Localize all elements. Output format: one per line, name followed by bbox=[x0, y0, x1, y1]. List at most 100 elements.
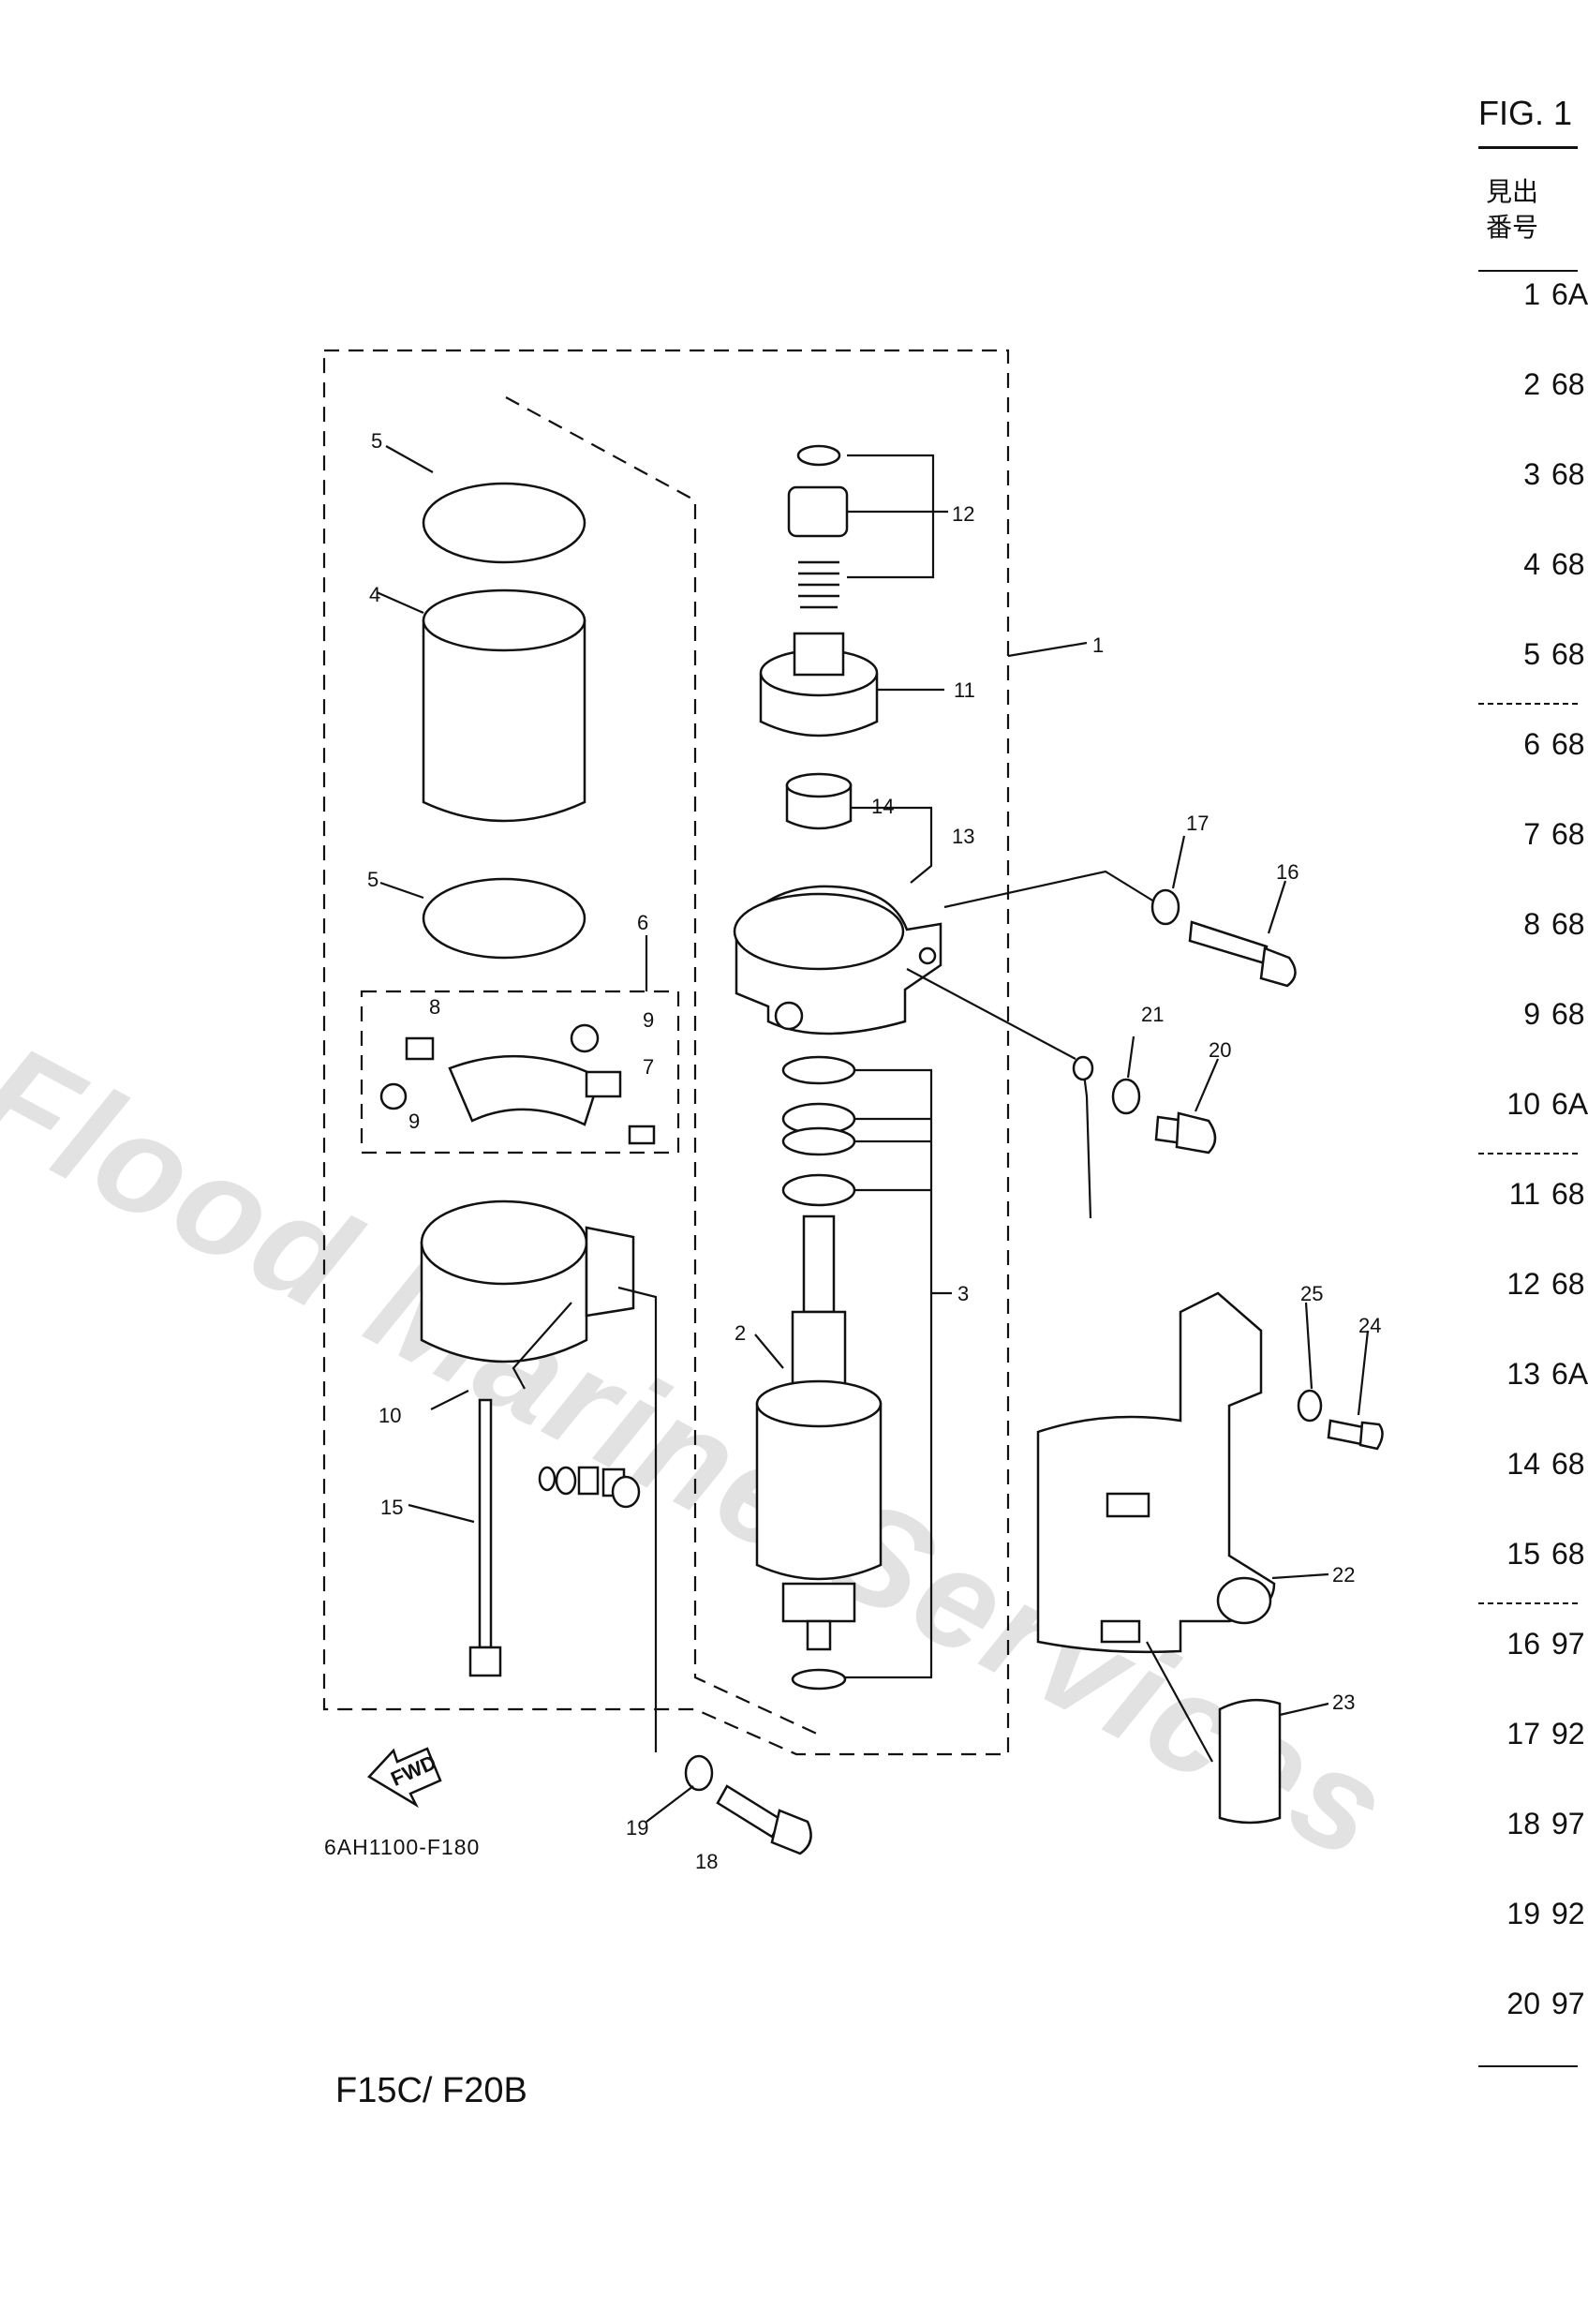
part-code: 68 bbox=[1551, 367, 1585, 401]
ref-number: 7 bbox=[1523, 817, 1540, 851]
parts-list-row: 5 68 bbox=[1478, 637, 1584, 675]
callout-21: 21 bbox=[1141, 1003, 1164, 1026]
callout-17: 17 bbox=[1186, 812, 1209, 835]
ref-number: 15 bbox=[1506, 1537, 1540, 1571]
callout-12: 12 bbox=[952, 502, 974, 526]
callout-13: 13 bbox=[952, 825, 974, 848]
bolt-24 bbox=[1358, 1421, 1384, 1451]
bolt-18 bbox=[716, 1784, 783, 1839]
parts-list-row: 12 68 bbox=[1478, 1267, 1584, 1304]
brush-holder bbox=[448, 1054, 601, 1126]
part-code: 68 bbox=[1551, 1447, 1585, 1481]
callout-3: 3 bbox=[957, 1282, 969, 1305]
group-divider bbox=[1478, 1153, 1578, 1155]
parts-list-row: 8 68 bbox=[1478, 907, 1584, 945]
ref-number: 18 bbox=[1506, 1807, 1540, 1840]
callout-8: 8 bbox=[429, 995, 440, 1019]
callout-24: 24 bbox=[1358, 1314, 1381, 1337]
part-code: 68 bbox=[1551, 1537, 1585, 1571]
ref-number: 20 bbox=[1506, 1987, 1540, 2020]
parts-list-row: 1 6A bbox=[1478, 277, 1588, 315]
part-code: 97 bbox=[1551, 1807, 1585, 1840]
part-code: 68 bbox=[1551, 817, 1585, 851]
ref-number: 12 bbox=[1506, 1267, 1540, 1301]
through-bolt bbox=[478, 1398, 493, 1649]
cover-23 bbox=[1218, 1698, 1282, 1825]
part-code: 68 bbox=[1551, 907, 1585, 941]
part-code: 68 bbox=[1551, 1267, 1585, 1301]
part-code: 68 bbox=[1551, 547, 1585, 581]
armature-shaft bbox=[802, 1214, 836, 1314]
callout-9b: 9 bbox=[408, 1110, 420, 1133]
header-rule bbox=[1478, 270, 1578, 272]
callout-9a: 9 bbox=[643, 1008, 654, 1032]
callout-1: 1 bbox=[1092, 633, 1104, 657]
part-code: 97 bbox=[1551, 1987, 1585, 2020]
part-code: 6A bbox=[1551, 1357, 1588, 1391]
callout-16: 16 bbox=[1276, 860, 1299, 884]
part-code: 68 bbox=[1551, 1177, 1585, 1211]
parts-list-row: 7 68 bbox=[1478, 817, 1584, 855]
parts-list-row: 10 6A bbox=[1478, 1087, 1588, 1125]
ref-number: 10 bbox=[1506, 1087, 1540, 1121]
ref-number: 13 bbox=[1506, 1357, 1540, 1391]
parts-list-row: 4 68 bbox=[1478, 547, 1584, 585]
part-code: 68 bbox=[1551, 457, 1585, 491]
callout-10: 10 bbox=[378, 1404, 401, 1427]
ref-number: 17 bbox=[1506, 1717, 1540, 1750]
parts-list-row: 13 6A bbox=[1478, 1357, 1588, 1394]
ref-number: 11 bbox=[1508, 1177, 1540, 1211]
callout-25: 25 bbox=[1300, 1282, 1323, 1305]
title-rule bbox=[1478, 146, 1578, 149]
o-ring-top bbox=[422, 482, 586, 564]
fwd-arrow bbox=[367, 1747, 442, 1809]
ref-number: 3 bbox=[1523, 457, 1540, 491]
part-code: 92 bbox=[1551, 1717, 1585, 1750]
group-divider bbox=[1478, 703, 1578, 705]
callout-23: 23 bbox=[1332, 1691, 1355, 1714]
part-code: 97 bbox=[1551, 1627, 1585, 1661]
bolt-16 bbox=[1188, 920, 1269, 965]
o-ring-bottom bbox=[422, 877, 586, 960]
part-code: 6A bbox=[1551, 1087, 1588, 1121]
callout-2: 2 bbox=[735, 1321, 746, 1345]
callout-22: 22 bbox=[1332, 1563, 1355, 1587]
part-code: 68 bbox=[1551, 637, 1585, 671]
ref-number: 6 bbox=[1523, 727, 1540, 761]
part-code: 92 bbox=[1551, 1897, 1585, 1930]
callout-14: 14 bbox=[871, 795, 894, 818]
ref-number: 4 bbox=[1523, 547, 1540, 581]
part-code: 6A bbox=[1551, 277, 1588, 311]
callout-5b: 5 bbox=[367, 868, 378, 891]
diagram-code: 6AH1100-F180 bbox=[324, 1835, 481, 1859]
parts-list-row: 2 68 bbox=[1478, 367, 1584, 405]
ref-number: 14 bbox=[1506, 1447, 1540, 1481]
group-divider bbox=[1478, 1602, 1578, 1604]
ref-number: 19 bbox=[1506, 1897, 1540, 1930]
callout-20: 20 bbox=[1209, 1038, 1231, 1062]
parts-list-row: 14 68 bbox=[1478, 1447, 1584, 1484]
bolt-20 bbox=[1175, 1111, 1217, 1155]
footer-rule bbox=[1478, 2065, 1578, 2067]
part-code: 68 bbox=[1551, 727, 1585, 761]
callout-6: 6 bbox=[637, 911, 648, 934]
ref-number: 1 bbox=[1523, 277, 1540, 311]
callout-4: 4 bbox=[369, 583, 380, 606]
callout-5a: 5 bbox=[371, 429, 382, 453]
assembly-boundary bbox=[322, 349, 1010, 1756]
ref-number: 8 bbox=[1523, 907, 1540, 941]
parts-list-row: 6 68 bbox=[1478, 727, 1584, 765]
part-code: 68 bbox=[1551, 997, 1585, 1031]
ref-number: 9 bbox=[1523, 997, 1540, 1031]
ref-number: 5 bbox=[1523, 637, 1540, 671]
ref-number: 2 bbox=[1523, 367, 1540, 401]
callout-19: 19 bbox=[626, 1816, 648, 1840]
parts-list-row: 3 68 bbox=[1478, 457, 1584, 495]
